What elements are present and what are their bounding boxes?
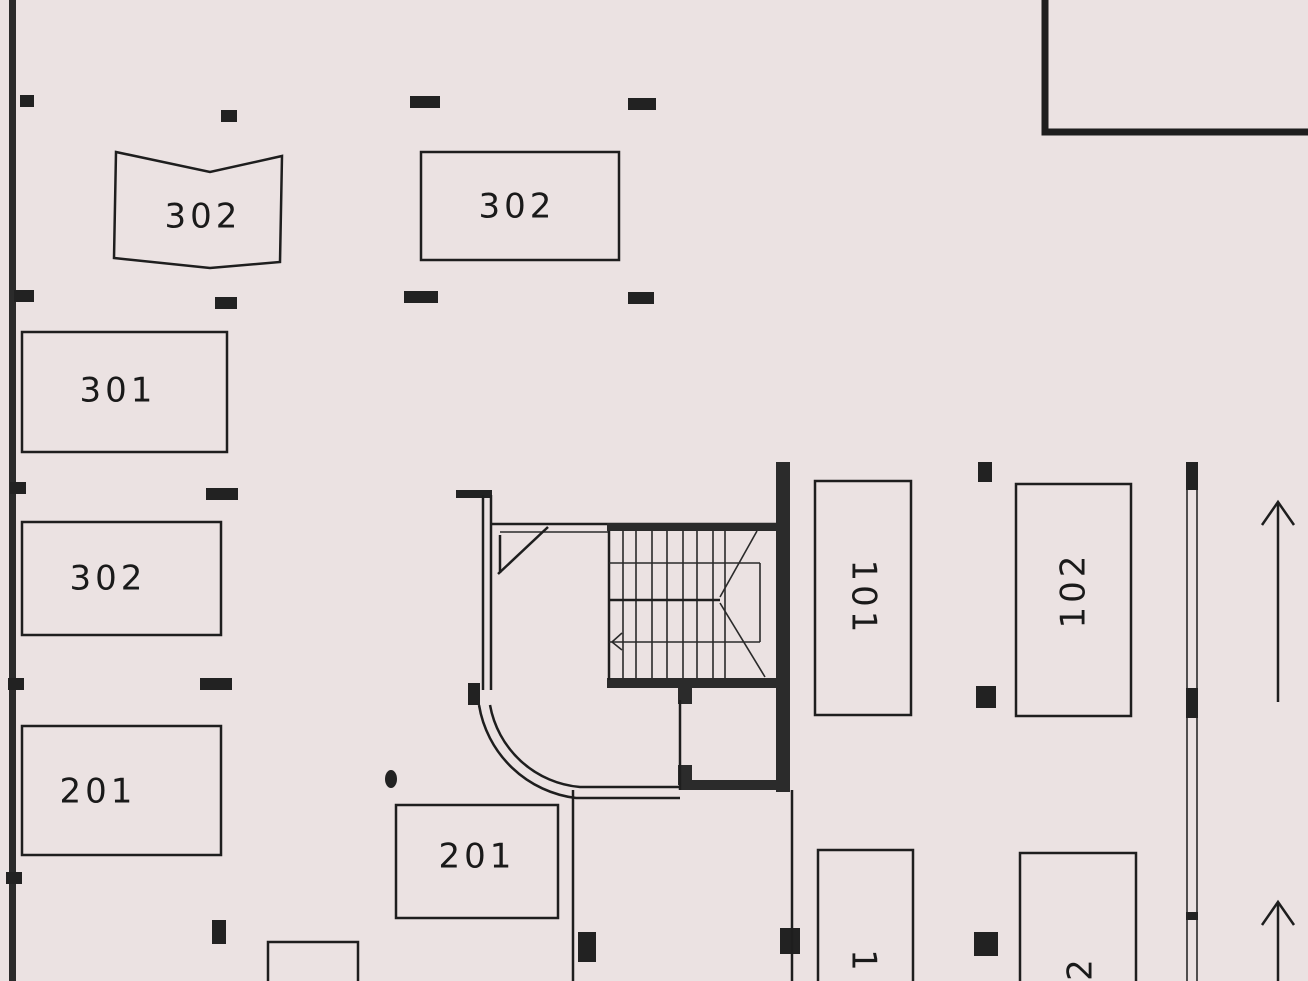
direction-arrow-up — [1260, 499, 1296, 702]
parking-slot-201-a: 201 — [20, 724, 223, 857]
parking-slot-partial — [266, 940, 360, 981]
column-markers — [6, 95, 998, 962]
parking-slot-302-c: 302 — [20, 520, 223, 637]
parking-slot-101: 101 — [813, 479, 913, 717]
direction-arrow-up — [1260, 899, 1296, 981]
parking-slot-302-a: 302 — [112, 150, 284, 270]
slot-label: 2 — [1061, 955, 1101, 981]
slot-label: 302 — [479, 187, 556, 227]
slot-label: 102 — [1054, 552, 1094, 629]
parking-slot-partial-2: 2 — [1018, 851, 1138, 981]
slot-label: 201 — [439, 837, 516, 877]
slot-label: 302 — [70, 559, 147, 599]
parking-slot-102: 102 — [1014, 482, 1133, 718]
parking-slot-partial-1: 1 — [816, 848, 915, 981]
parking-slot-302-b: 302 — [419, 150, 621, 262]
parking-slot-301: 301 — [20, 330, 229, 454]
stair-core — [456, 462, 790, 800]
parking-slot-201-b: 201 — [394, 803, 560, 920]
slot-label: 201 — [60, 772, 137, 812]
top-right-building — [1041, 0, 1308, 136]
right-boundary-double-line — [1186, 462, 1198, 981]
stair-treads — [622, 531, 726, 678]
slot-label: 1 — [844, 949, 884, 975]
slot-label: 301 — [80, 371, 157, 411]
slot-label: 302 — [165, 197, 242, 237]
slot-label: 101 — [844, 560, 884, 637]
